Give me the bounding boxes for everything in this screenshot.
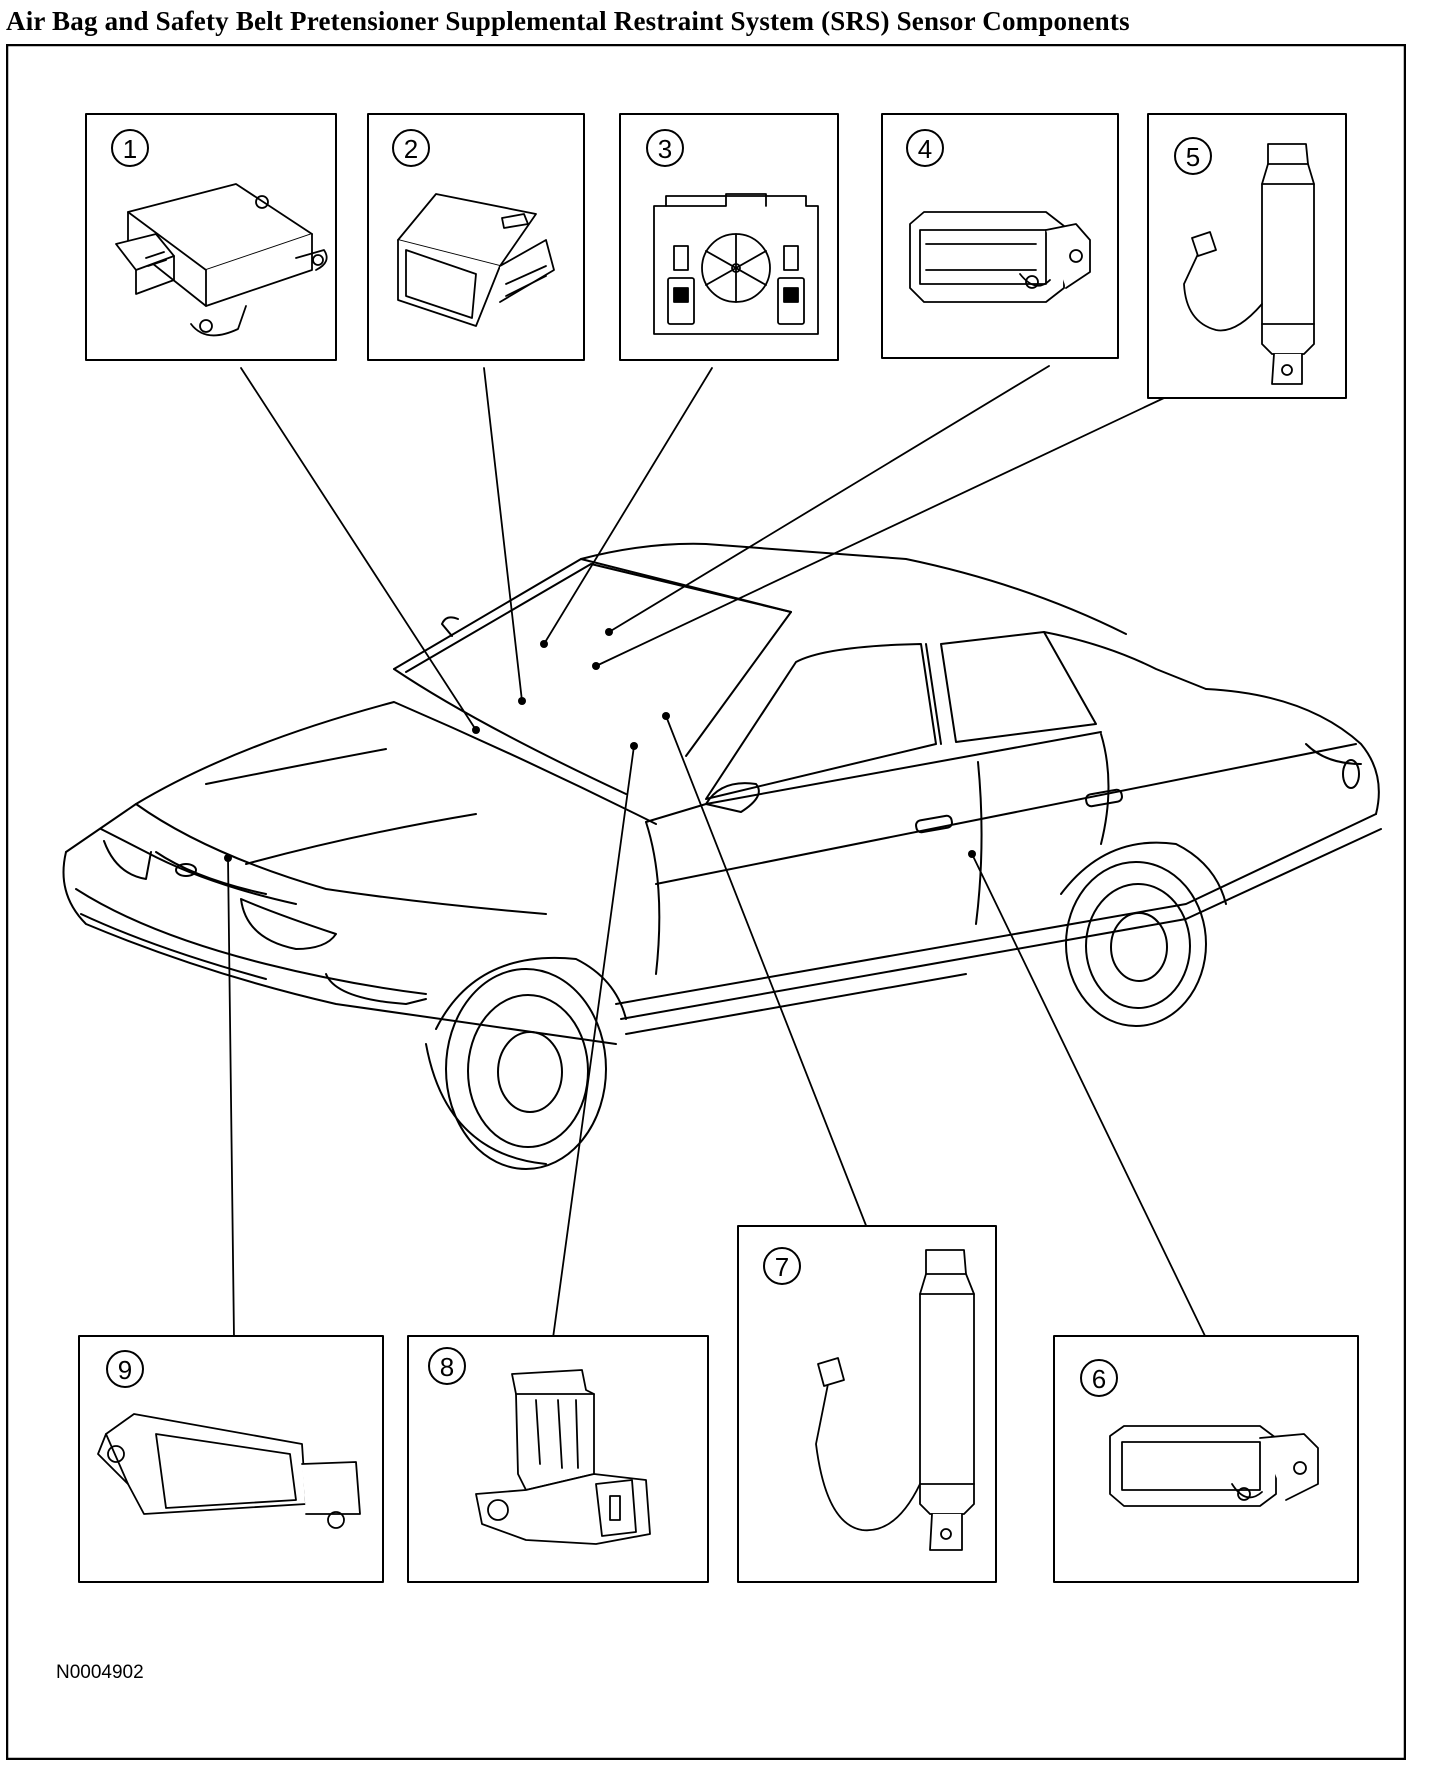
component-box-7: 7 [737, 1225, 997, 1583]
figure-id: N0004902 [56, 1662, 144, 1683]
callout-2: 2 [404, 134, 418, 164]
diagram-border [6, 44, 1406, 1760]
callout-9: 9 [118, 1355, 132, 1385]
component-box-1: 1 [85, 113, 337, 361]
callout-7: 7 [775, 1252, 789, 1282]
page-title: Air Bag and Safety Belt Pretensioner Sup… [6, 6, 1130, 36]
location-dots [224, 628, 976, 862]
component-box-6: 6 [1053, 1335, 1359, 1583]
callout-6: 6 [1092, 1364, 1106, 1394]
callout-8: 8 [440, 1352, 454, 1382]
crash-sensor-icon [909, 211, 1091, 303]
component-box-8: 8 [407, 1335, 709, 1583]
side-sensor-module-icon [397, 193, 555, 327]
crash-sensor-icon [1109, 1425, 1319, 1507]
restraint-control-module-icon [115, 183, 328, 337]
leader-lines [227, 365, 1207, 1339]
callout-1: 1 [123, 134, 137, 164]
seat-belt-buckle-switch-icon [1183, 143, 1315, 385]
component-box-5: 5 [1147, 113, 1347, 399]
vehicle-illustration [62, 542, 1382, 1170]
diagram-frame: 1 2 3 [6, 44, 1406, 1760]
callout-4: 4 [918, 134, 932, 164]
components-diagram: 1 2 3 [6, 44, 1406, 1760]
callout-3: 3 [658, 134, 672, 164]
front-impact-sensor-icon [97, 1413, 361, 1529]
callout-5: 5 [1186, 142, 1200, 172]
component-box-9: 9 [78, 1335, 384, 1583]
occupant-classification-sensor-icon [653, 193, 819, 335]
component-box-3: 3 [619, 113, 839, 361]
seat-track-position-sensor-icon [475, 1369, 651, 1545]
component-box-2: 2 [367, 113, 585, 361]
component-box-4: 4 [881, 113, 1119, 359]
seat-belt-buckle-switch-icon [815, 1249, 975, 1551]
